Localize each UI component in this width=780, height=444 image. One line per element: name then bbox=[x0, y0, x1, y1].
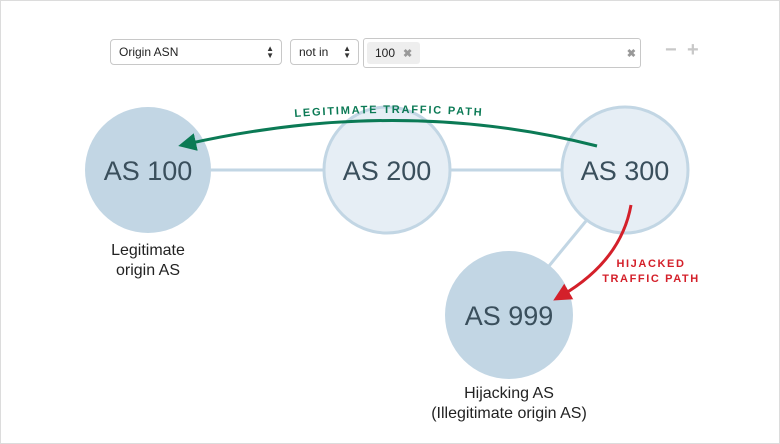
clear-icon[interactable]: ✖ bbox=[626, 48, 636, 60]
caption-line: origin AS bbox=[115, 262, 181, 279]
add-filter-button[interactable]: + bbox=[687, 39, 699, 61]
node-as300 bbox=[560, 105, 690, 235]
field-select[interactable]: Origin ASN ▲▼ bbox=[110, 39, 282, 65]
legit-path-label: LEGITIMATE TRAFFIC PATH bbox=[294, 104, 484, 120]
field-select-value: Origin ASN bbox=[119, 45, 179, 59]
as999-caption: Hijacking AS (Illegitimate origin AS) bbox=[409, 384, 609, 424]
caption-line: (Illegitimate origin AS) bbox=[431, 405, 587, 422]
hijack-label-line1: HIJACKED bbox=[616, 258, 685, 270]
tag-label: 100 bbox=[375, 46, 396, 60]
as100-caption: Legitimate origin AS bbox=[88, 241, 208, 281]
hijack-label-line2: TRAFFIC PATH bbox=[602, 273, 700, 285]
updown-arrow-icon: ▲▼ bbox=[266, 44, 274, 60]
tag-100: 100 ✖ bbox=[367, 42, 421, 64]
close-icon[interactable]: ✖ bbox=[403, 47, 413, 60]
legit-path-arrow bbox=[178, 119, 598, 151]
operator-select[interactable]: not in ▲▼ bbox=[290, 39, 359, 65]
remove-filter-button[interactable]: − bbox=[665, 39, 677, 61]
node-as999 bbox=[445, 251, 573, 379]
link-300-999 bbox=[547, 220, 588, 267]
updown-arrow-icon: ▲▼ bbox=[343, 44, 351, 60]
node-label: AS 999 bbox=[465, 301, 554, 331]
node-label: AS 200 bbox=[343, 156, 432, 186]
caption-line: Legitimate bbox=[111, 242, 185, 259]
hijack-path-arrow bbox=[553, 204, 633, 301]
operator-select-value: not in bbox=[299, 45, 329, 59]
value-tag-input[interactable]: 100 ✖ ✖ bbox=[363, 38, 641, 68]
node-label: AS 100 bbox=[104, 156, 193, 186]
node-label: AS 300 bbox=[581, 156, 670, 186]
node-as200 bbox=[322, 105, 452, 235]
caption-line: Hijacking AS bbox=[464, 385, 554, 402]
